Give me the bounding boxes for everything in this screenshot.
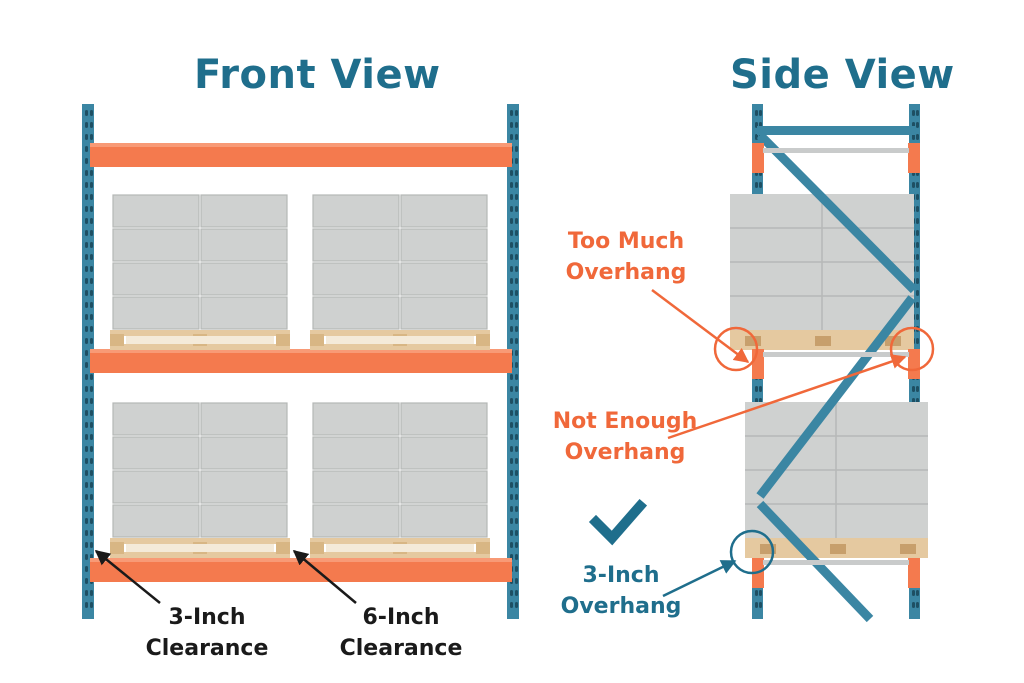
front-load-upper-right: [310, 194, 490, 350]
three-inch-overhang-label: 3-Inch Overhang: [560, 563, 682, 619]
check-icon: [588, 498, 648, 546]
front-load-lower-right: [310, 402, 490, 558]
too-much-overhang-circle: [713, 326, 759, 372]
too-much-arrow: [651, 289, 750, 363]
side-diagonal-brace-2: [756, 295, 916, 499]
side-view-title: Side View: [730, 52, 955, 98]
side-beam-end-top-left: [752, 143, 764, 173]
too-much-overhang-label: Too Much Overhang: [565, 229, 687, 285]
front-load-upper-left: [110, 194, 290, 350]
side-top-brace: [757, 126, 915, 135]
front-load-lower-left: [110, 402, 290, 558]
side-beam-end-bottom-right: [908, 558, 920, 588]
side-diagonal-brace-1: [756, 131, 918, 294]
not-enough-overhang-circle: [889, 326, 935, 372]
side-beam-end-mid-left: [752, 349, 764, 379]
three-inch-clearance-label: 3-Inch Clearance: [145, 605, 269, 661]
side-view: [588, 104, 935, 623]
three-inch-overhang-circle: [729, 529, 775, 575]
not-enough-arrow: [667, 354, 907, 440]
clearance-3-arrow: [94, 550, 161, 604]
front-view: [82, 104, 519, 619]
side-beam-end-top-right: [908, 143, 920, 173]
front-view-title: Front View: [194, 52, 441, 98]
not-enough-overhang-label: Not Enough Overhang: [552, 409, 698, 465]
three-inch-overhang-arrow: [662, 559, 737, 598]
six-inch-clearance-label: 6-Inch Clearance: [339, 605, 463, 661]
side-beam-end-mid-right: [908, 349, 920, 379]
clearance-6-arrow: [292, 550, 357, 604]
